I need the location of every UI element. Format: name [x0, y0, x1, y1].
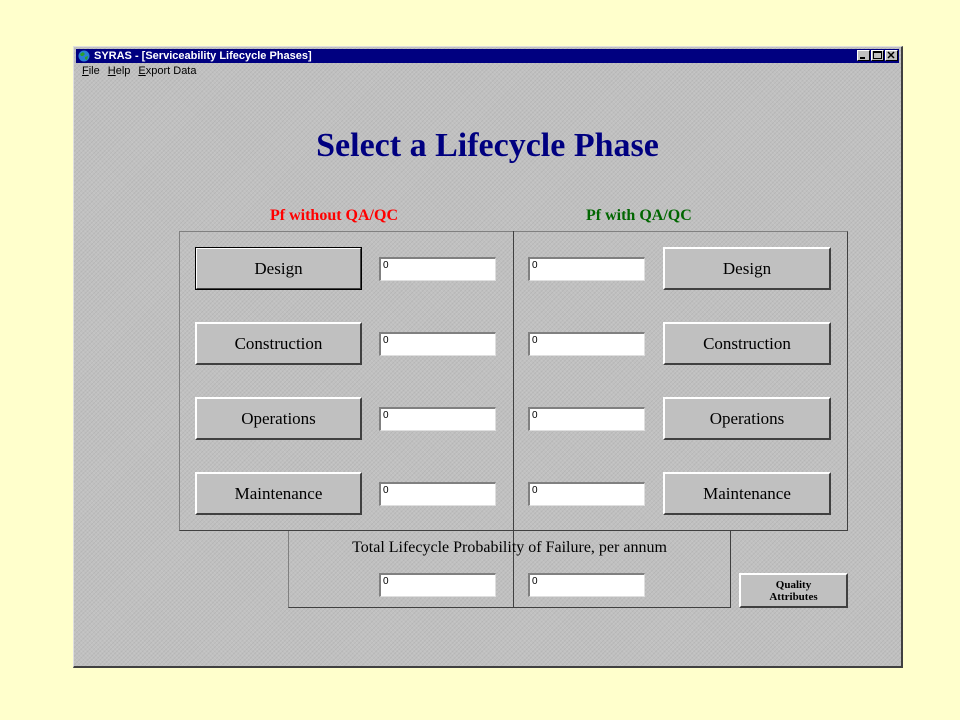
total-divider: [513, 531, 514, 608]
operations-without-button[interactable]: Operations: [195, 397, 362, 440]
without-qaqc-label: Pf without QA/QC: [270, 207, 398, 224]
maintenance-without-button[interactable]: Maintenance: [195, 472, 362, 515]
menu-help[interactable]: Help: [107, 65, 131, 77]
total-failure-label: Total Lifecycle Probability of Failure, …: [352, 539, 667, 556]
total-without-input[interactable]: 0: [379, 573, 496, 597]
construction-with-input[interactable]: 0: [528, 332, 645, 356]
maintenance-without-input[interactable]: 0: [379, 482, 496, 506]
total-with-input[interactable]: 0: [528, 573, 645, 597]
with-qaqc-label: Pf with QA/QC: [586, 207, 692, 224]
design-without-button[interactable]: Design: [195, 247, 362, 290]
menu-file[interactable]: File: [82, 65, 100, 77]
minimize-icon[interactable]: [857, 50, 870, 61]
app-globe-icon[interactable]: [78, 50, 90, 62]
design-with-input[interactable]: 0: [528, 257, 645, 281]
operations-without-input[interactable]: 0: [379, 407, 496, 431]
construction-without-button[interactable]: Construction: [195, 322, 362, 365]
operations-with-button[interactable]: Operations: [663, 397, 831, 440]
construction-without-input[interactable]: 0: [379, 332, 496, 356]
column-divider: [513, 231, 514, 531]
page-title: Select a Lifecycle Phase: [316, 127, 659, 164]
design-with-button[interactable]: Design: [663, 247, 831, 290]
operations-with-input[interactable]: 0: [528, 407, 645, 431]
maintenance-with-input[interactable]: 0: [528, 482, 645, 506]
window-title: SYRAS - [Serviceability Lifecycle Phases…: [94, 50, 312, 62]
menu-bar: File Help Export Data: [76, 64, 899, 78]
maintenance-with-button[interactable]: Maintenance: [663, 472, 831, 515]
total-group: [288, 531, 731, 608]
quality-attributes-button[interactable]: Quality Attributes: [739, 573, 848, 608]
construction-with-button[interactable]: Construction: [663, 322, 831, 365]
menu-export-data[interactable]: Export Data: [138, 65, 197, 77]
maximize-icon[interactable]: [871, 50, 884, 61]
close-icon[interactable]: [885, 50, 898, 61]
quality-attributes-line1: Quality: [775, 578, 812, 591]
app-window: SYRAS - [Serviceability Lifecycle Phases…: [73, 46, 903, 668]
design-without-input[interactable]: 0: [379, 257, 496, 281]
title-bar[interactable]: SYRAS - [Serviceability Lifecycle Phases…: [76, 49, 899, 63]
quality-attributes-line2: Attributes: [769, 590, 818, 603]
